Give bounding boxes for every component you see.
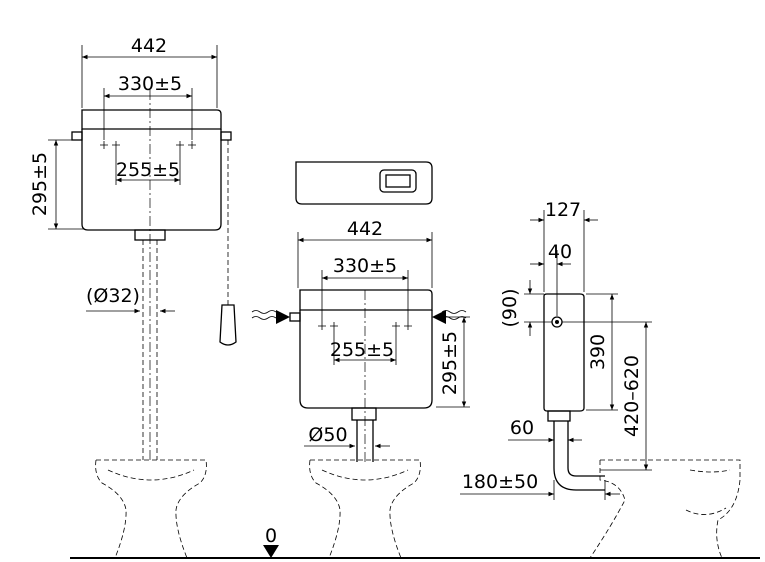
flush-pipe-left (142, 240, 158, 460)
floor-level-label: 0 (265, 525, 277, 547)
high-level-cistern (71, 90, 232, 462)
side-projection-label: 180±50 (462, 471, 538, 493)
dim-side-height: 390 (586, 293, 618, 411)
side-pipe-label: 60 (510, 417, 534, 439)
mid-holes-label: 330±5 (333, 255, 397, 277)
dim-mid-pipe: Ø50 (304, 424, 390, 449)
dim-side-projection: 180±50 (460, 471, 620, 500)
flush-bend-pipe (553, 421, 605, 491)
left-inner-label: 255±5 (116, 159, 180, 181)
dim-mid-holes: 330±5 (321, 255, 409, 322)
left-holes-label: 330±5 (118, 73, 182, 95)
left-width-label: 442 (131, 35, 167, 57)
toilet-side-view (589, 459, 741, 559)
dim-mid-height: 295±5 (436, 316, 470, 408)
dim-side-range: 420–620 (562, 321, 652, 471)
left-height-label: 295±5 (29, 152, 51, 216)
side-depth-label: 127 (545, 199, 581, 221)
dim-left-height: 295±5 (29, 139, 84, 230)
mid-height-label: 295±5 (439, 331, 461, 395)
dim-left-holes: 330±5 (103, 73, 193, 140)
pull-chain (219, 140, 237, 346)
dim-side-pipe: 60 (508, 417, 582, 443)
mid-pipe-label: Ø50 (308, 424, 347, 446)
dim-side-top: (90) (499, 280, 552, 336)
side-top-label: (90) (499, 288, 521, 327)
mid-width-label: 442 (347, 218, 383, 240)
dim-mid-inner: 255±5 (330, 330, 397, 365)
left-pipe-label: (Ø32) (86, 285, 140, 307)
dim-left-pipe: (Ø32) (86, 285, 175, 314)
dim-mid-width: 442 (297, 218, 433, 288)
side-range-label: 420–620 (621, 355, 643, 437)
flush-pipe-middle (356, 420, 374, 462)
floor-level-marker: 0 (263, 525, 279, 558)
side-height-label: 390 (587, 334, 609, 370)
dim-side-depth: 127 (530, 199, 598, 292)
toilet-bowl-left (95, 459, 207, 559)
dim-left-inner: 255±5 (115, 149, 181, 185)
cistern-top-view (295, 161, 433, 205)
dim-left-width: 442 (81, 35, 218, 108)
mid-inner-label: 255±5 (330, 339, 394, 361)
dim-side-offset: 40 (530, 241, 572, 316)
cistern-side-view (543, 293, 585, 422)
low-level-cistern (289, 289, 433, 462)
toilet-bowl-middle (309, 459, 421, 559)
side-offset-label: 40 (548, 241, 572, 263)
inlet-left-arrow (251, 310, 290, 324)
